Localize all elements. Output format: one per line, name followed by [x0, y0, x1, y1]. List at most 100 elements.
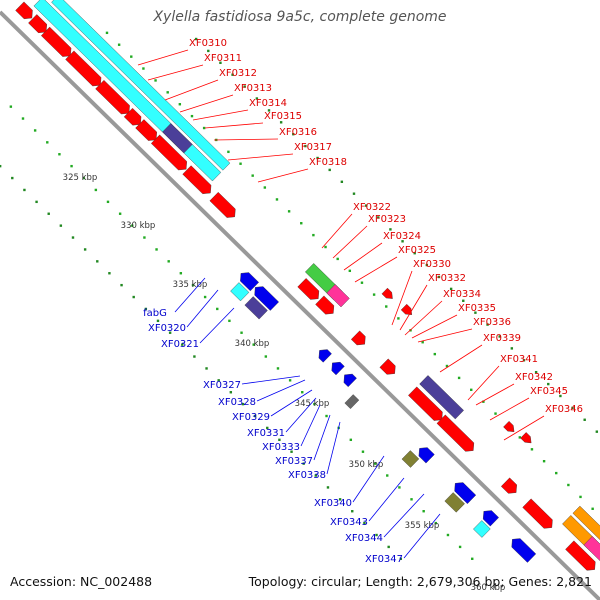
tick-dot — [132, 295, 135, 299]
reverse-cds — [318, 349, 332, 363]
tick-dot — [312, 233, 315, 237]
tick-dot — [275, 198, 279, 201]
tick-dot — [143, 236, 146, 239]
forward-leader-line — [391, 270, 413, 326]
tick-dot — [35, 200, 38, 204]
tick-dot — [70, 164, 73, 168]
forward-cds — [436, 414, 475, 452]
tick-dot — [266, 426, 269, 430]
tick-dot — [241, 402, 245, 406]
cog-band-reverse — [473, 520, 491, 538]
cog-band-reverse — [344, 394, 360, 409]
forward-gene-label: XF0316 — [279, 127, 317, 138]
tick-dot — [547, 382, 550, 386]
reverse-leader-line — [300, 404, 321, 447]
tick-dot — [494, 412, 497, 415]
forward-gene-label: XF0339 — [483, 333, 521, 344]
tick-dot — [154, 79, 157, 82]
forward-cds — [350, 330, 366, 346]
forward-cds — [123, 107, 142, 126]
tick-dot — [314, 474, 318, 477]
forward-gene-label: XF0314 — [249, 98, 287, 109]
topology-label: Topology: circular; Length: 2,679,306 bp… — [248, 574, 592, 589]
tick-dot — [178, 103, 182, 106]
reverse-leader-line — [270, 389, 313, 417]
scale-label: 340 kbp — [235, 339, 270, 349]
reverse-gene-label: XF0331 — [247, 428, 285, 439]
tick-dot — [191, 283, 195, 287]
cog-band-reverse — [444, 492, 465, 513]
forward-cds — [28, 14, 48, 34]
tick-dot — [474, 311, 477, 314]
tick-dot — [433, 352, 437, 356]
forward-gene-label: XF0325 — [398, 245, 436, 256]
reverse-gene-label: XF0343 — [330, 517, 368, 528]
tick-dot — [498, 335, 501, 338]
tick-dot — [336, 257, 339, 261]
reverse-gene-label: XF0347 — [365, 554, 403, 565]
tick-dot — [352, 192, 356, 195]
forward-leader-line — [354, 256, 398, 283]
tick-dot — [267, 109, 271, 112]
forward-leader-line — [204, 122, 264, 129]
reverse-gene-label: XF0340 — [314, 498, 352, 509]
tick-dot — [364, 204, 368, 207]
reverse-leader-line — [368, 477, 405, 522]
tick-dot — [156, 319, 160, 323]
forward-leader-line — [321, 213, 353, 249]
tick-dot — [425, 263, 429, 267]
reverse-gene-label: XF0327 — [203, 380, 241, 391]
tick-dot — [58, 153, 61, 156]
tick-dot — [372, 293, 376, 296]
tick-dot — [595, 430, 599, 433]
forward-gene-label: XF0315 — [264, 111, 302, 122]
scale-label: 355 kbp — [405, 521, 440, 531]
tick-dot — [399, 557, 403, 561]
tick-dot — [23, 188, 26, 192]
tick-dot — [263, 186, 267, 189]
forward-gene-label: XF0318 — [309, 157, 347, 168]
forward-cds — [135, 119, 157, 141]
tick-dot — [229, 391, 233, 394]
forward-leader-line — [404, 300, 443, 336]
cog-band — [419, 375, 464, 420]
tick-dot — [389, 228, 392, 231]
tick-dot — [542, 459, 546, 463]
forward-leader-line — [417, 328, 473, 343]
reverse-leader-line — [186, 289, 219, 328]
tick-dot — [458, 545, 462, 549]
forward-gene-label: XF0310 — [189, 38, 227, 49]
cog-band — [162, 123, 193, 154]
tick-dot — [108, 272, 111, 275]
tick-dot — [361, 450, 365, 453]
tick-dot — [94, 188, 98, 192]
forward-gene-label: XF0332 — [428, 273, 466, 284]
tick-dot — [351, 510, 354, 513]
forward-leader-line — [227, 153, 294, 161]
forward-leader-line — [503, 415, 545, 441]
tick-dot — [387, 545, 390, 549]
reverse-leader-line — [199, 307, 235, 344]
forward-gene-label: XF0334 — [443, 289, 481, 300]
forward-leader-line — [137, 49, 189, 66]
tick-dot — [316, 156, 319, 160]
forward-leader-line — [147, 64, 204, 81]
tick-dot — [118, 212, 122, 215]
tick-dot — [591, 507, 594, 510]
tick-dot — [216, 307, 219, 311]
tick-dot — [410, 498, 413, 501]
tick-dot — [96, 260, 99, 263]
forward-leader-line — [475, 383, 515, 406]
forward-gene-label: XF0323 — [368, 214, 406, 225]
tick-dot — [105, 31, 109, 35]
tick-dot — [59, 224, 63, 227]
forward-leader-line — [332, 225, 368, 259]
tick-dot — [120, 283, 123, 287]
reverse-cds — [418, 447, 435, 464]
tick-dot — [446, 533, 450, 537]
tick-dot — [583, 418, 586, 421]
tick-dot — [205, 367, 208, 370]
tick-dot — [348, 269, 352, 273]
tick-dot — [130, 55, 133, 58]
scale-label: 360 kbp — [471, 583, 506, 593]
